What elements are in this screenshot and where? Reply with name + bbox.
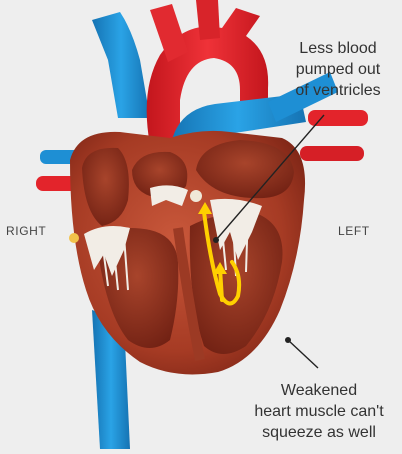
weakened-muscle-annotation: Weakened heart muscle can't squeeze as w… — [242, 380, 396, 443]
annotation-line: squeeze as well — [242, 422, 396, 443]
flow-arrow-segment — [220, 268, 222, 300]
annotation-line: Less blood — [282, 38, 394, 59]
bottom-pointer-dot — [285, 337, 291, 343]
left-side-label: LEFT — [338, 224, 370, 238]
annotation-line: heart muscle can't — [242, 401, 396, 422]
fat-deposit — [190, 190, 202, 202]
less-blood-annotation: Less blood pumped out of ventricles — [282, 38, 394, 101]
aorta-branch — [196, 0, 220, 40]
fat-deposit — [69, 233, 79, 243]
bottom-pointer-line — [288, 340, 318, 368]
pulmonary-vein — [300, 146, 364, 161]
superior-vena-cava — [92, 12, 150, 118]
annotation-line: of ventricles — [282, 80, 394, 101]
annotation-line: pumped out — [282, 59, 394, 80]
top-pointer-dot — [213, 237, 219, 243]
right-side-label: RIGHT — [6, 224, 46, 238]
aorta-branch — [150, 4, 188, 62]
annotation-line: Weakened — [242, 380, 396, 401]
